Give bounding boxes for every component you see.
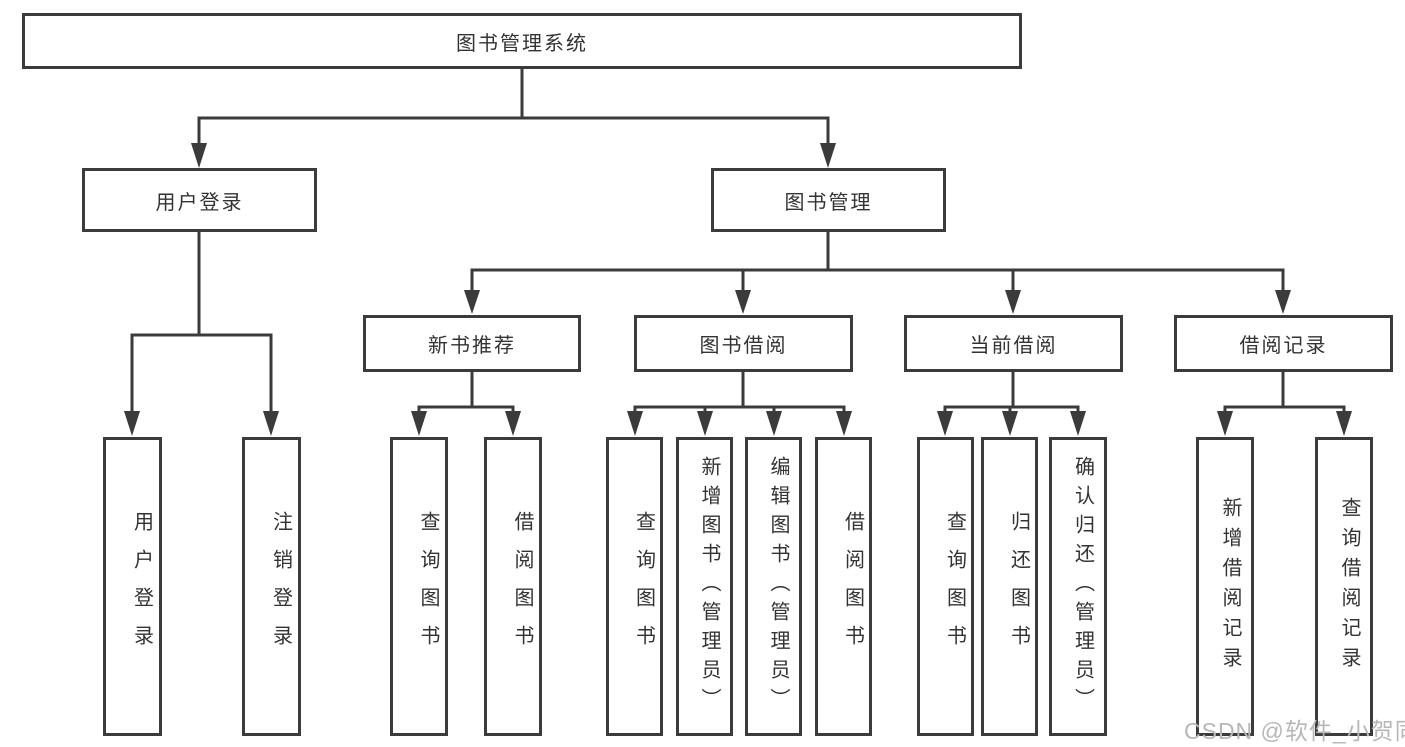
node-user-login: 用户登录 bbox=[82, 168, 317, 232]
leaf-borrow-search: 查询图书 bbox=[606, 437, 663, 736]
node-book-borrow-label: 图书借阅 bbox=[699, 335, 788, 357]
node-borrow-record-label: 借阅记录 bbox=[1239, 335, 1328, 357]
leaf-newbook-borrow-label: 借阅图书 bbox=[511, 510, 533, 663]
leaf-borrow-borrow-label: 借阅图书 bbox=[841, 510, 864, 663]
node-new-book-recommend-label: 新书推荐 bbox=[428, 335, 516, 357]
leaf-current-search: 查询图书 bbox=[917, 437, 974, 736]
leaf-record-search: 查询借阅记录 bbox=[1315, 437, 1373, 736]
leaf-logout: 注销登录 bbox=[242, 437, 301, 736]
leaf-logout-label: 注销登录 bbox=[269, 510, 292, 663]
node-book-management: 图书管理 bbox=[711, 168, 946, 232]
leaf-current-confirm-return-admin: 确认归还（管理员） bbox=[1049, 437, 1107, 736]
leaf-user-login-label: 用户登录 bbox=[130, 510, 153, 663]
leaf-borrow-edit-admin: 编辑图书（管理员） bbox=[745, 437, 802, 736]
leaf-current-return-label: 归还图书 bbox=[1007, 510, 1030, 663]
leaf-borrow-add-admin-label: 新增图书（管理员） bbox=[698, 456, 720, 717]
leaf-newbook-borrow: 借阅图书 bbox=[484, 437, 542, 736]
leaf-borrow-add-admin: 新增图书（管理员） bbox=[676, 437, 733, 736]
leaf-newbook-search-label: 查询图书 bbox=[417, 510, 439, 663]
leaf-newbook-search: 查询图书 bbox=[390, 437, 448, 736]
leaf-borrow-edit-admin-label: 编辑图书（管理员） bbox=[767, 456, 789, 717]
leaf-borrow-borrow: 借阅图书 bbox=[815, 437, 872, 736]
node-current-borrow-label: 当前借阅 bbox=[969, 335, 1058, 357]
leaf-user-login: 用户登录 bbox=[103, 437, 162, 736]
leaf-borrow-search-label: 查询图书 bbox=[632, 510, 655, 663]
node-book-borrow: 图书借阅 bbox=[634, 315, 853, 372]
node-root-library-system: 图书管理系统 bbox=[22, 13, 1022, 69]
leaf-current-confirm-return-admin-label: 确认归还（管理员） bbox=[1071, 456, 1094, 717]
node-book-management-label: 图书管理 bbox=[784, 191, 873, 214]
leaf-record-add: 新增借阅记录 bbox=[1196, 437, 1254, 736]
node-current-borrow: 当前借阅 bbox=[904, 315, 1123, 372]
node-new-book-recommend: 新书推荐 bbox=[363, 315, 581, 372]
leaf-record-search-label: 查询借阅记录 bbox=[1338, 496, 1360, 677]
csdn-watermark: CSDN @软件_小贺同学 bbox=[1184, 718, 1405, 744]
node-root-label: 图书管理系统 bbox=[456, 32, 588, 55]
node-borrow-record: 借阅记录 bbox=[1174, 315, 1393, 372]
leaf-current-return: 归还图书 bbox=[981, 437, 1038, 736]
leaf-record-add-label: 新增借阅记录 bbox=[1219, 496, 1241, 677]
leaf-current-search-label: 查询图书 bbox=[943, 510, 966, 663]
node-user-login-label: 用户登录 bbox=[155, 191, 244, 214]
